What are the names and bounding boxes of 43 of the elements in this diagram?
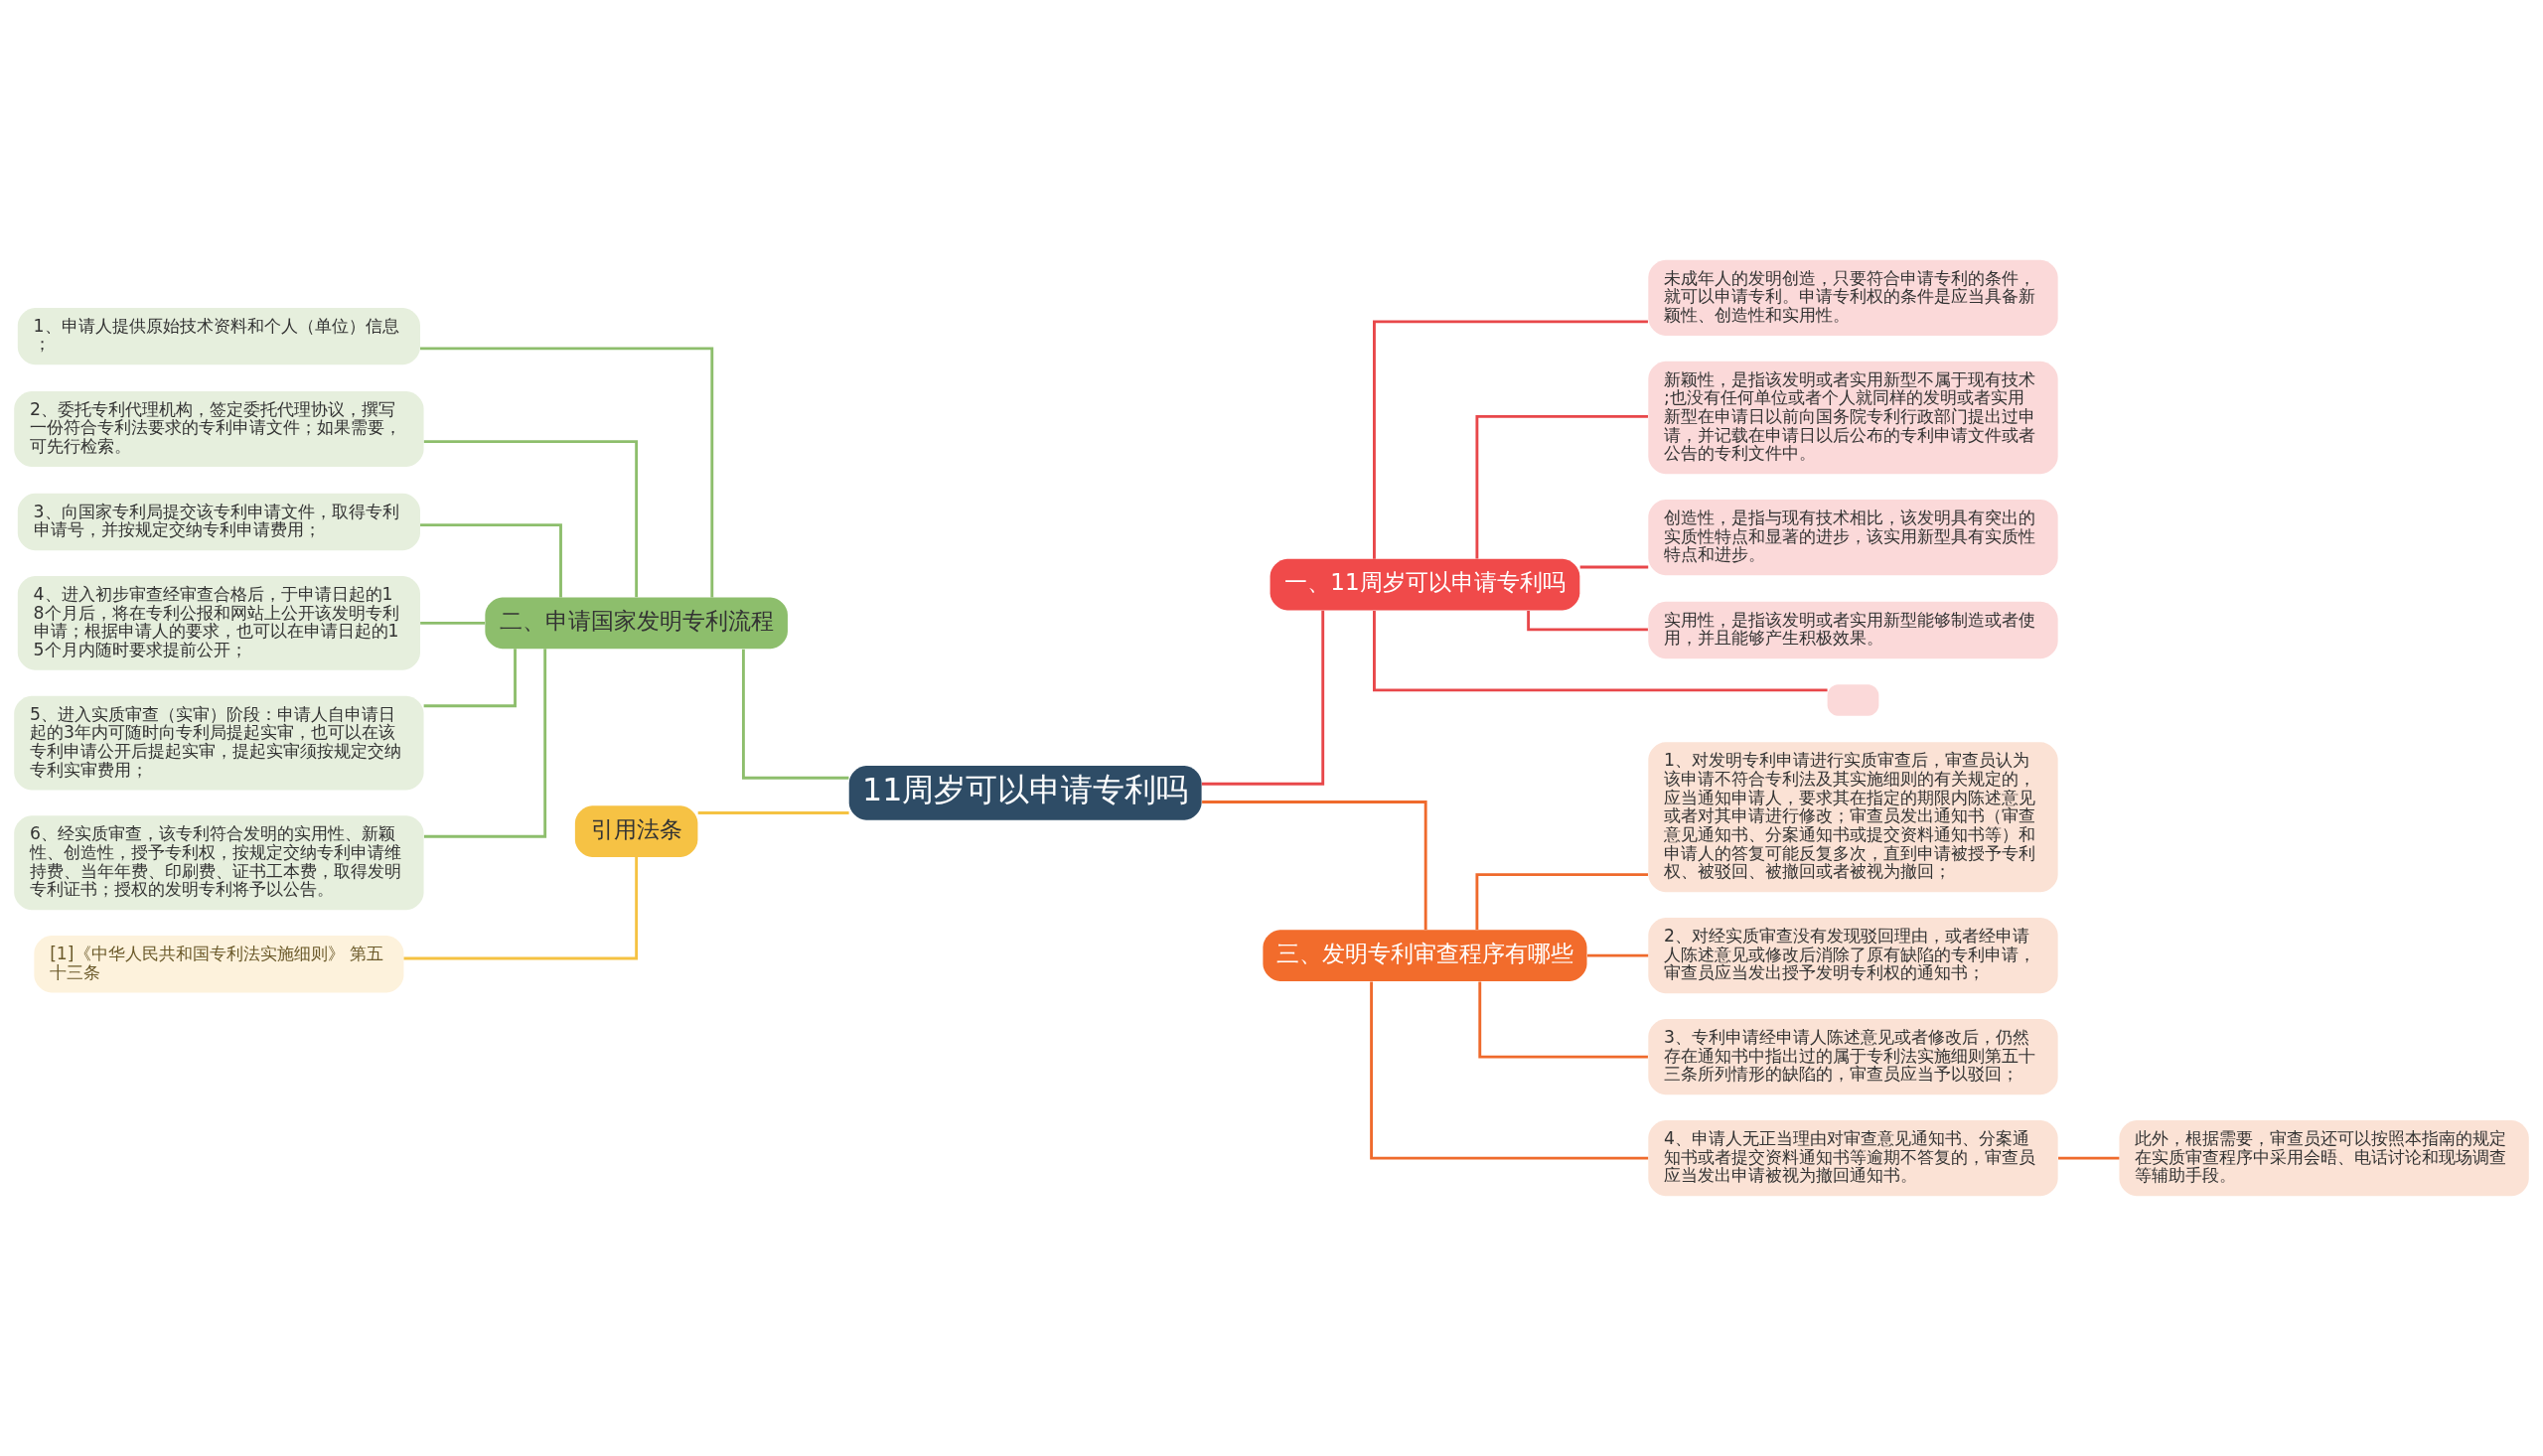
connector — [1370, 981, 1649, 1160]
connector — [1475, 873, 1648, 930]
node-box: 2、委托专利代理机构，签定委托代理协议，撰写一份符合专利法要求的专利申请文件；如果需要，可先行检索。 — [14, 390, 424, 468]
node-box: 一、11周岁可以申请专利吗 — [1270, 558, 1580, 611]
connector — [420, 523, 562, 598]
node-box: 引用法条 — [574, 805, 698, 858]
node-box: 3、向国家专利局提交该专利申请文件，取得专利申请号，并按规定交纳专利申请费用； — [17, 493, 420, 551]
connector — [420, 621, 485, 625]
connector — [423, 440, 639, 598]
connector — [1475, 414, 1648, 559]
node-box: 实用性，是指该发明或者实用新型能够制造或者使用，并且能够产生积极效果。 — [1648, 601, 2058, 659]
connector — [423, 649, 517, 708]
connector — [1527, 610, 1648, 632]
connector — [423, 649, 547, 838]
node-box: 11周岁可以申请专利吗 — [848, 766, 1202, 820]
node-box: 三、发明专利审查程序有哪些 — [1263, 930, 1587, 981]
connector — [697, 811, 849, 814]
connector — [2058, 1156, 2120, 1160]
connector — [420, 347, 714, 598]
node-box: 6、经实质审查，该专利符合发明的实用性、新颖性、创造性，授予专利权，按规定交纳专利申请维持费、当年年费、印刷费、证书工本费，取得发明专利证书；授权的发明专利将予以公告。 — [14, 815, 424, 911]
connector — [741, 649, 849, 780]
node-box: 1、申请人提供原始技术资料和个人（单位）信息； — [17, 307, 420, 365]
node-box: 1、对发明专利申请进行实质审查后，审查员认为该申请不符合专利法及其实施细则的有关规定的，应当通知申请人，要求其在指定的期限内陈述意见或者对其申请进行修改；审查员发出通知书（审查意见通知书、分案通知书或提交资料通知书等）和申请人的答复可能反复多次，直到申请被授予专利权、被驳回、被撤回或者被视为撤回； — [1648, 742, 2058, 893]
connector — [403, 857, 639, 960]
node-box: 3、专利申请经申请人陈述意见或者修改后，仍然存在通知书中指出过的属于专利法实施细则第五十三条所列情形的缺陷的，审查员应当予以驳回； — [1648, 1019, 2058, 1095]
node-box: 未成年人的发明创造，只要符合申请专利的条件，就可以申请专利。申请专利权的条件是应当具备新颖性、创造性和实用性。 — [1648, 259, 2058, 336]
node-box: 创造性，是指与现有技术相比，该发明具有突出的实质性特点和显著的进步，该实用新型具有实质性特点和进步。 — [1648, 500, 2058, 576]
connector — [1201, 610, 1325, 786]
node-box — [1827, 684, 1879, 716]
node-box: 新颖性，是指该发明或者实用新型不属于现有技术;也没有任何单位或者个人就同样的发明或者实用新型在申请日以前向国务院专利行政部门提出过申请，并记载在申请日以后公布的专利申请文件或者公告的专利文件中。 — [1648, 361, 2058, 475]
node-box: 二、申请国家发明专利流程 — [485, 597, 788, 650]
connector — [1579, 565, 1649, 569]
node-box: 4、进入初步审查经审查合格后，于申请日起的18个月后，将在专利公报和网站上公开该发明专利申请；根据申请人的要求，也可以在申请日起的15个月内随时要求提前公开； — [17, 576, 420, 670]
node-box: 2、对经实质审查没有发现驳回理由，或者经申请人陈述意见或修改后消除了原有缺陷的专利申请，审查员应当发出授予发明专利权的通知书； — [1648, 918, 2058, 994]
connector — [1478, 981, 1648, 1059]
connector — [1202, 801, 1427, 930]
node-box: 5、进入实质审查（实审）阶段：申请人自申请日起的3年内可随时向专利局提起实审，也可以在该专利申请公开后提起实审，提起实审须按规定交纳专利实审费用； — [14, 695, 424, 791]
connector — [1587, 953, 1649, 957]
node-box: 4、申请人无正当理由对审查意见通知书、分案通知书或者提交资料通知书等逾期不答复的，审查员应当发出申请被视为撤回通知书。 — [1648, 1120, 2058, 1197]
connector — [1373, 320, 1648, 559]
node-box: 此外，根据需要，审查员还可以按照本指南的规定在实质审查程序中采用会晤、电话讨论和现场调查等辅助手段。 — [2119, 1120, 2529, 1197]
node-box: [1]《中华人民共和国专利法实施细则》 第五十三条 — [34, 936, 404, 993]
connector — [1373, 610, 1828, 692]
